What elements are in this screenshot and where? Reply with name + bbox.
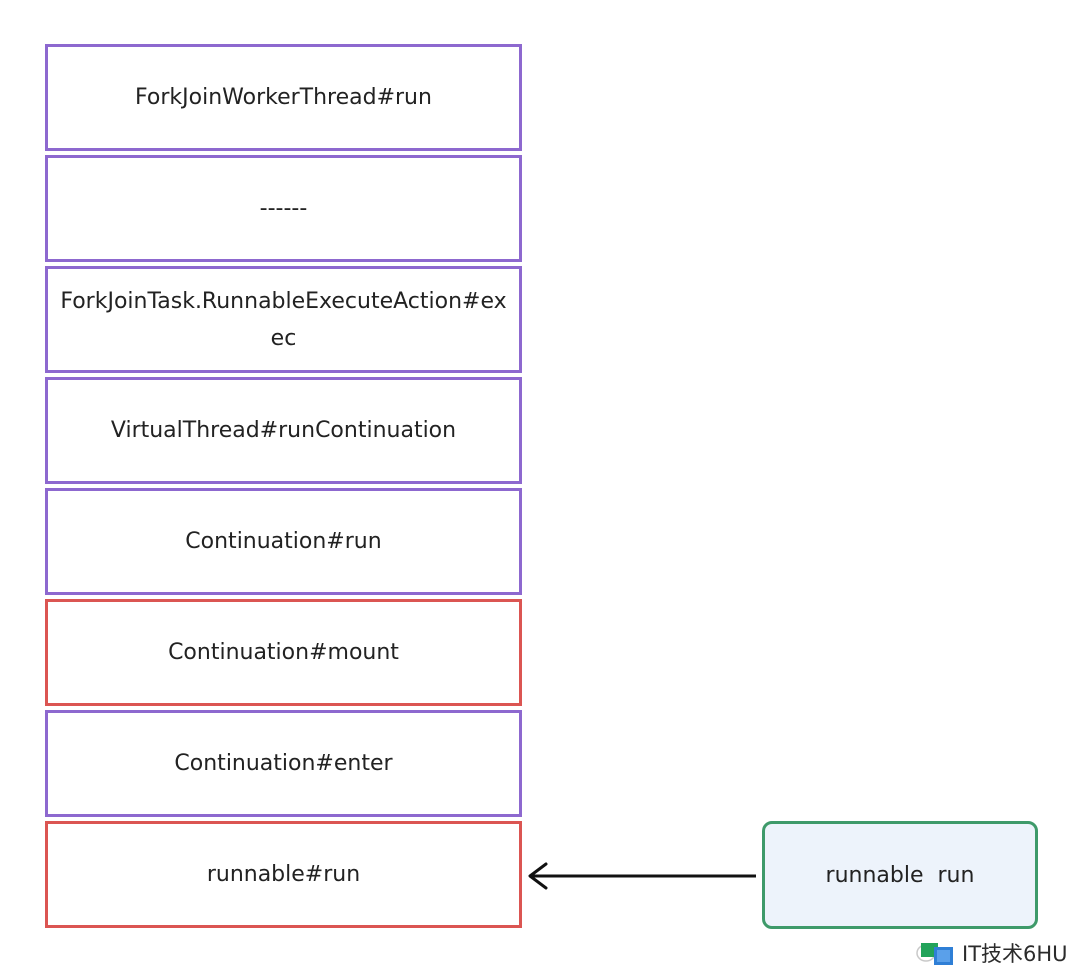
stack-frame-label: Continuation#enter [174,750,393,776]
stack-frame-continuation-run: Continuation#run [45,488,522,595]
wechat-logo-icon [916,943,953,965]
watermark-text: IT技术6HU [962,942,1068,966]
stack-frame-continuation-mount: Continuation#mount [45,599,522,706]
watermark: IT技术6HU [916,936,1068,970]
stack-frame-label: ------ [259,195,308,221]
stack-frame-label: Continuation#mount [168,639,399,665]
stack-frame-label: VirtualThread#runContinuation [110,417,457,443]
stack-frame-label: runnable#run [206,861,361,887]
call-arrow [528,862,756,890]
stack-frame-runnableexecuteaction-exec: ForkJoinTask.RunnableExecuteAction#exec [45,266,522,373]
stack-frame-label: Continuation#run [185,528,382,554]
stack-frame-forkjoinworkerthread-run: ForkJoinWorkerThread#run [45,44,522,151]
stack-frame-ellipsis: ------ [45,155,522,262]
stack-frame-label: ForkJoinTask.RunnableExecuteAction#exec [60,288,507,351]
stack-frame-virtualthread-runcontinuation: VirtualThread#runContinuation [45,377,522,484]
stack-frame-label: ForkJoinWorkerThread#run [135,84,432,110]
stack-frame-continuation-enter: Continuation#enter [45,710,522,817]
runnable-run-node: runnable run [762,821,1038,929]
arrow-head [528,862,548,890]
stack-frame-runnable-run: runnable#run [45,821,522,928]
runnable-run-label: runnable run [825,862,975,888]
